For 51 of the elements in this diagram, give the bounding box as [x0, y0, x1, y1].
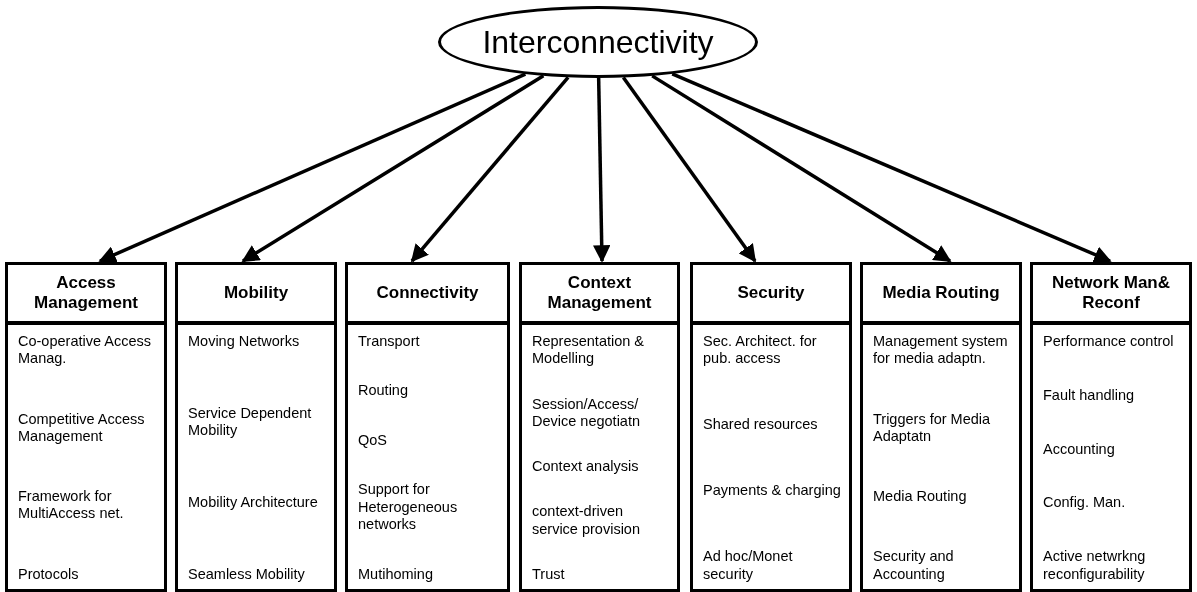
topic-text: Protocols	[18, 565, 80, 583]
header-text: Media Routing	[882, 283, 1000, 303]
arrow	[410, 76, 570, 263]
category-column	[1030, 262, 1192, 592]
topic-text: Session/Access/ Device negotiatn	[532, 395, 641, 431]
header-text: Security	[737, 283, 805, 303]
topic-text: Service Dependent Mobility	[188, 404, 313, 440]
topic-text: Security and Accounting	[873, 548, 955, 583]
topic-text: Co-operative Access Manag.	[18, 333, 152, 368]
topic-text: Management system for media adaptn.	[873, 333, 1009, 368]
category-column	[5, 262, 167, 592]
topic-text: Active netwrkng reconfigurability	[1043, 548, 1147, 583]
header-text: Connectivity	[376, 283, 479, 303]
header-text: Mobility	[223, 283, 289, 303]
topic-text: Context analysis	[532, 458, 640, 476]
topic-text: Shared resources	[703, 416, 819, 434]
category-column	[519, 262, 680, 592]
topic-text: Representation & Modelling	[532, 333, 646, 368]
category-column	[860, 262, 1022, 592]
topic-text: QoS	[358, 431, 388, 450]
topic-text: Trust	[532, 565, 566, 583]
topic-text: Sec. Architect. for pub. access	[703, 333, 818, 368]
arrow	[621, 76, 757, 263]
topic-text: Triggers for Media Adaptatn	[873, 410, 992, 446]
topic-text: Config. Man.	[1043, 494, 1127, 512]
topic-text: Framework for MultiAccess net.	[18, 488, 125, 523]
arrow	[98, 72, 527, 263]
topic-text: Performance control	[1043, 333, 1175, 351]
header-text: Network Man& Reconf	[1050, 273, 1172, 313]
topic-text: Accounting	[1043, 440, 1116, 458]
header-text: Context Management	[546, 273, 653, 313]
topic-text: Competitive Access Management	[18, 410, 146, 446]
topic-text: Fault handling	[1043, 386, 1136, 405]
topic-text: Payments & charging	[703, 482, 841, 500]
topic-text: Routing	[358, 382, 409, 400]
topic-text: Mobility Architecture	[188, 493, 319, 512]
category-column	[345, 262, 510, 592]
topic-text: Media Routing	[873, 488, 968, 506]
topic-text: Moving Networks	[188, 333, 301, 351]
title-text: Interconnectivity	[482, 23, 714, 61]
topic-text: context-driven service provision	[532, 503, 641, 538]
topic-text: Transport	[358, 333, 421, 351]
topic-text: Seamless Mobility	[188, 565, 306, 583]
arrow	[671, 72, 1112, 263]
topic-text: Support for Heterogeneous networks	[358, 481, 459, 534]
category-column	[175, 262, 337, 592]
arrow	[592, 77, 611, 263]
topic-text: Mutihoming	[358, 565, 434, 583]
header-text: Access Management	[33, 273, 139, 313]
topic-text: Ad hoc/Monet security	[703, 548, 794, 583]
category-column	[690, 262, 852, 592]
